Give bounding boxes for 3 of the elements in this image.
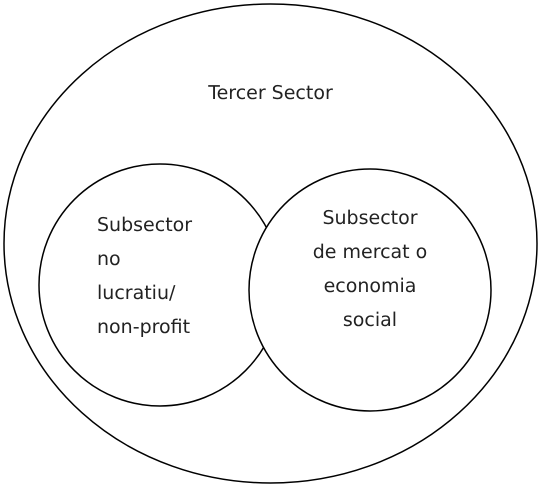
sector-title: Tercer Sector — [207, 81, 334, 106]
subsector-label: Subsector no lucratiu/ non-profit — [97, 213, 192, 340]
subsector-label: Subsector de mercat o economia social — [312, 206, 428, 333]
